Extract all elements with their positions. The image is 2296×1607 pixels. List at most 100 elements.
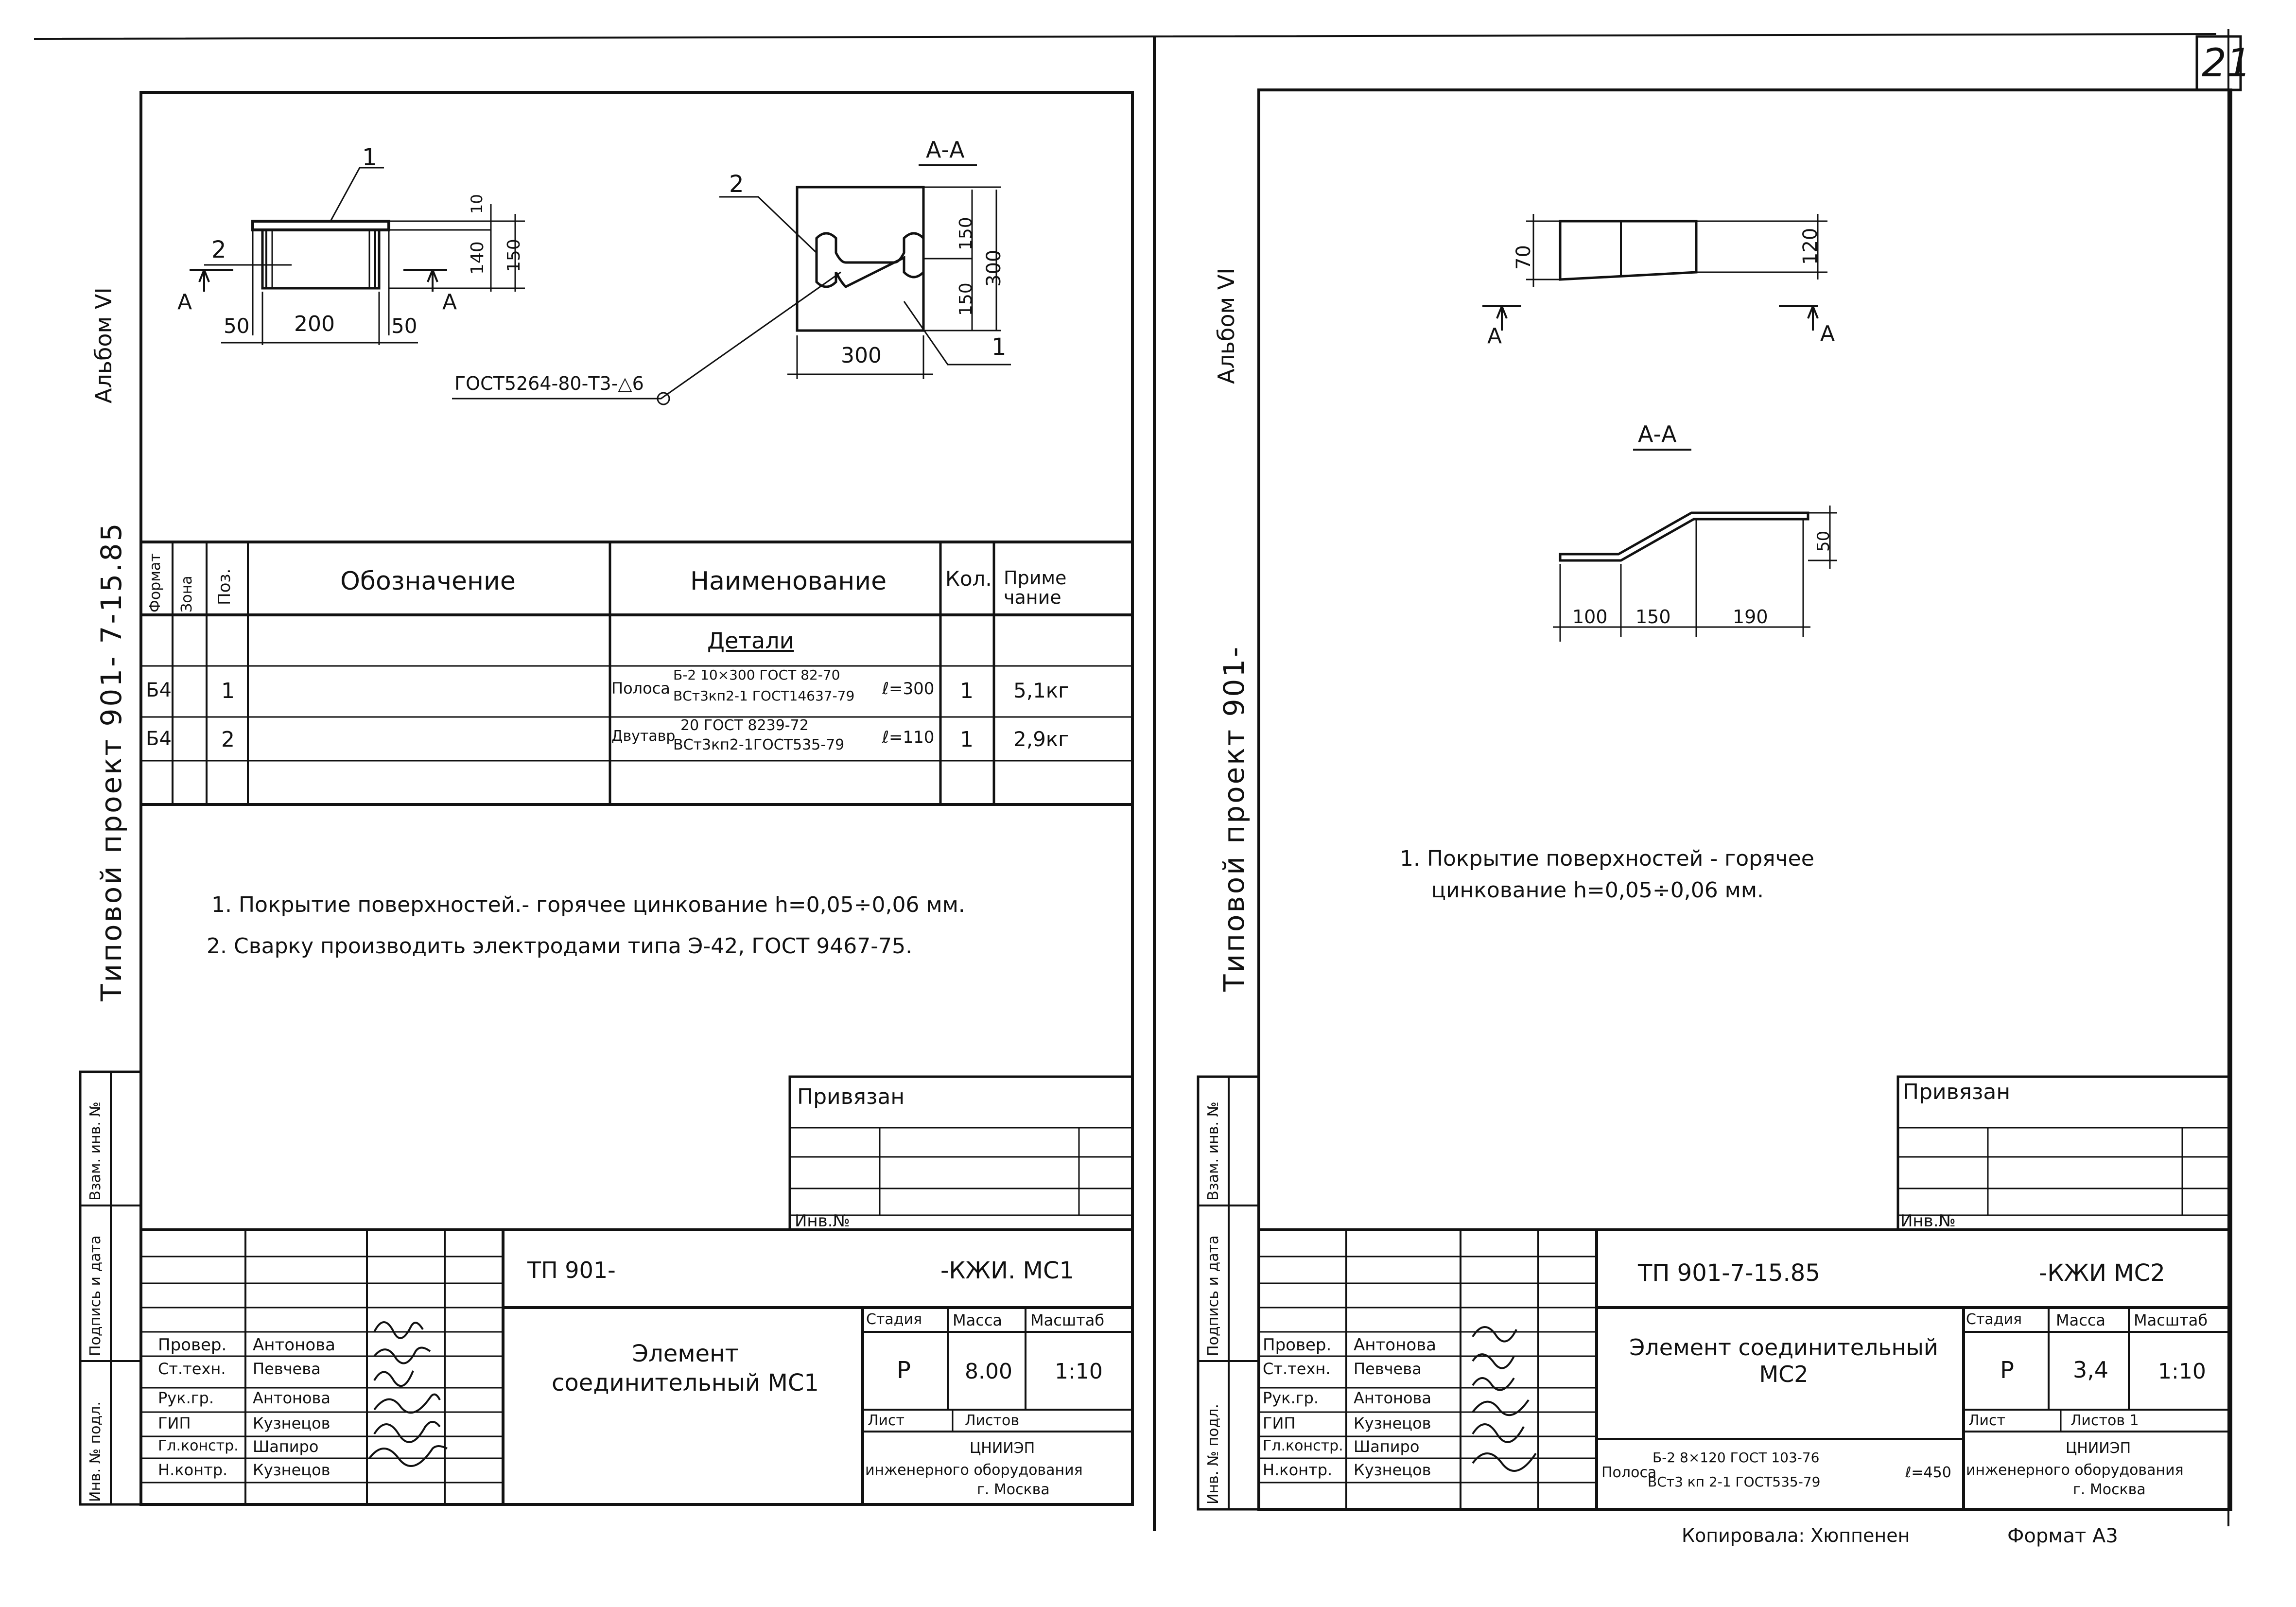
right-code-right: -КЖИ МС2 [2039, 1259, 2165, 1287]
spec-header-pos: Поз. [215, 568, 234, 605]
left-privyazan: Привязан [797, 1084, 905, 1109]
spec-row1-length: ℓ=300 [882, 679, 935, 699]
right-stamp-inv-podl: Инв. № подл. [1205, 1404, 1222, 1504]
left-sect-mark-a2: А [442, 290, 457, 314]
format-label: Формат А3 [2007, 1525, 2118, 1547]
right-name-5: Шапиро [1354, 1437, 1420, 1456]
left-dim-sect-150b: 150 [956, 282, 976, 316]
spec-row2-name-bottom: ВСт3кп2-1ГОСТ535-79 [673, 736, 845, 753]
right-sect-mark-a2: А [1820, 321, 1835, 346]
left-title: Элемент соединительный МС1 [552, 1340, 819, 1397]
right-stamp-podpis: Подпись и дата [1205, 1235, 1222, 1357]
left-scale: 1:10 [1055, 1359, 1103, 1384]
left-dim-150: 150 [504, 239, 524, 272]
left-sect-mark-a1: А [177, 290, 192, 314]
right-album-label: Альбом VI [1213, 268, 1239, 384]
left-col-scale: Масштаб [1030, 1311, 1105, 1329]
spec-row2-format: Б4 [146, 728, 172, 750]
copied-by: Копировала: Хюппенен [1682, 1525, 1910, 1546]
left-stamp-podpis: Подпись и дата [87, 1235, 104, 1357]
left-stage: Р [897, 1357, 911, 1384]
right-name-1: Антонова [1354, 1335, 1436, 1355]
left-dim-200: 200 [294, 312, 335, 336]
right-dim-100: 100 [1572, 606, 1608, 628]
spec-row2-qty: 1 [960, 727, 974, 752]
right-project-label: Типовой проект 901- [1218, 645, 1251, 992]
spec-header-note: Приме чание [1004, 567, 1067, 608]
right-polosa-length: ℓ=450 [1905, 1464, 1951, 1481]
right-code-left: ТП 901-7-15.85 [1638, 1259, 1820, 1287]
spec-row2-note: 2,9кг [1013, 727, 1069, 751]
spec-header-name: Наименование [690, 567, 887, 596]
left-sect-pos2: 2 [729, 171, 744, 198]
left-dim-140: 140 [468, 241, 487, 275]
left-sect-pos1: 1 [991, 333, 1007, 361]
page-number: 21 [2202, 40, 2251, 86]
right-name-3: Антонова [1354, 1389, 1431, 1407]
right-sect-mark-a1: А [1487, 324, 1502, 349]
left-note-1: 1. Покрытие поверхностей.- горячее цинко… [211, 892, 965, 917]
right-org-2: инженерного оборудования [1966, 1462, 2184, 1479]
spec-header-qty: Кол. [945, 567, 992, 591]
right-scale: 1:10 [2158, 1359, 2206, 1384]
spec-row2-name-top: 20 ГОСТ 8239-72 [680, 717, 809, 734]
left-pos1-label: 1 [362, 144, 377, 171]
right-name-2: Певчева [1354, 1360, 1422, 1378]
left-name-6: Кузнецов [253, 1461, 330, 1479]
spec-row1-qty: 1 [960, 679, 974, 703]
right-sheet: Лист [1968, 1412, 2006, 1429]
right-section-title: А-А [1638, 421, 1677, 447]
right-dim-50: 50 [1814, 530, 1833, 552]
left-inv-no: Инв.№ [795, 1211, 850, 1231]
right-dim-150: 150 [1635, 606, 1671, 628]
left-sheet: Лист [868, 1412, 905, 1429]
left-dim-sect-300h: 300 [841, 343, 882, 368]
spec-header-zone: Зона [178, 576, 195, 612]
right-org-3: г. Москва [2073, 1481, 2146, 1498]
left-col-stage: Стадия [866, 1311, 922, 1328]
left-dim-50b: 50 [391, 314, 417, 338]
left-stamp-inv-podl: Инв. № подл. [87, 1401, 104, 1502]
right-dim-190: 190 [1733, 606, 1768, 628]
left-role-2: Ст.техн. [158, 1360, 226, 1378]
left-name-2: Певчева [253, 1360, 321, 1378]
left-pos2-label: 2 [211, 236, 226, 263]
right-col-mass: Масса [2056, 1311, 2106, 1329]
right-role-3: Рук.гр. [1263, 1389, 1319, 1407]
left-sheets: Листов [965, 1412, 1020, 1429]
spec-row1-format: Б4 [146, 679, 172, 701]
right-stage: Р [2000, 1357, 2014, 1384]
left-dim-50a: 50 [224, 314, 250, 338]
left-name-1: Антонова [253, 1335, 335, 1355]
spec-row2-length: ℓ=110 [882, 728, 935, 747]
left-role-5: Гл.констр. [158, 1437, 239, 1454]
left-weld-note: ГОСТ5264-80-Т3-△6 [454, 373, 644, 394]
right-col-stage: Стадия [1966, 1311, 2022, 1328]
spec-group-details: Детали [707, 628, 794, 654]
right-col-scale: Масштаб [2134, 1311, 2208, 1329]
right-polosa-prefix: Полоса [1601, 1464, 1657, 1481]
right-org-1: ЦНИИЭП [2066, 1440, 2131, 1457]
left-name-3: Антонова [253, 1389, 330, 1407]
right-role-2: Ст.техн. [1263, 1360, 1331, 1378]
left-name-4: Кузнецов [253, 1414, 330, 1432]
spec-row2-pos: 2 [221, 727, 235, 752]
left-org-3: г. Москва [977, 1481, 1050, 1498]
left-org-2: инженерного оборудования [865, 1462, 1083, 1479]
right-name-4: Кузнецов [1354, 1414, 1431, 1432]
right-polosa-top: Б-2 8×120 ГОСТ 103-76 [1652, 1450, 1820, 1466]
right-role-4: ГИП [1263, 1414, 1296, 1432]
right-sheets: Листов 1 [2070, 1412, 2139, 1429]
left-name-5: Шапиро [253, 1437, 319, 1456]
spec-row1-pos: 1 [221, 679, 235, 703]
left-code-left: ТП 901- [527, 1257, 616, 1283]
left-section-title: А-А [926, 137, 965, 163]
left-note-2: 2. Сварку производить электродами типа Э… [207, 934, 913, 959]
right-role-1: Провер. [1263, 1335, 1332, 1355]
right-note-1: 1. Покрытие поверхностей - горячее [1400, 846, 1814, 871]
left-code-right: -КЖИ. МС1 [940, 1257, 1074, 1284]
left-role-3: Рук.гр. [158, 1389, 214, 1407]
left-role-1: Провер. [158, 1335, 227, 1355]
spec-row1-note: 5,1кг [1013, 679, 1069, 702]
